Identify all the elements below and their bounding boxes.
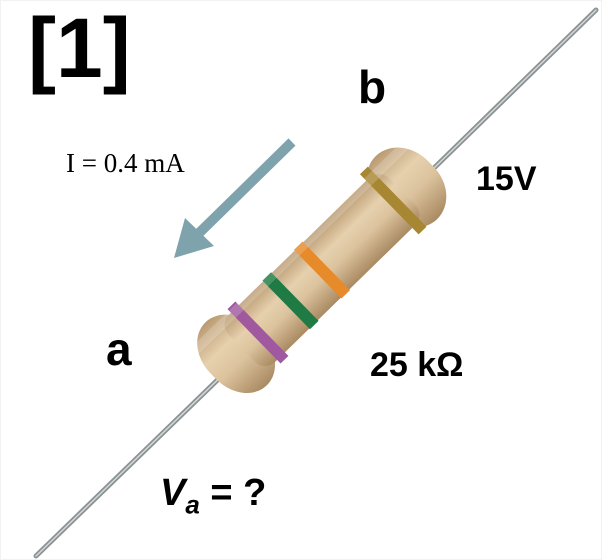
- unknown-voltage-expression: Va = ?: [160, 474, 266, 518]
- band-violet: [227, 301, 289, 364]
- node-a-label: a: [106, 323, 132, 375]
- node-b-label: b: [358, 61, 387, 113]
- unknown-suffix: = ?: [199, 472, 267, 514]
- voltage-b-label: 15V: [476, 160, 537, 198]
- band-orange: [293, 241, 351, 299]
- resistor-body: [191, 141, 447, 393]
- current-label: I = 0.4 mA: [66, 148, 185, 178]
- problem-number: [1]: [28, 1, 131, 95]
- current-arrow: [174, 138, 296, 258]
- resistance-label: 25 kΩ: [370, 346, 464, 384]
- voltage-subscript: a: [185, 489, 200, 520]
- band-gold: [359, 166, 427, 235]
- voltage-symbol: V: [160, 472, 186, 514]
- band-green: [262, 272, 319, 330]
